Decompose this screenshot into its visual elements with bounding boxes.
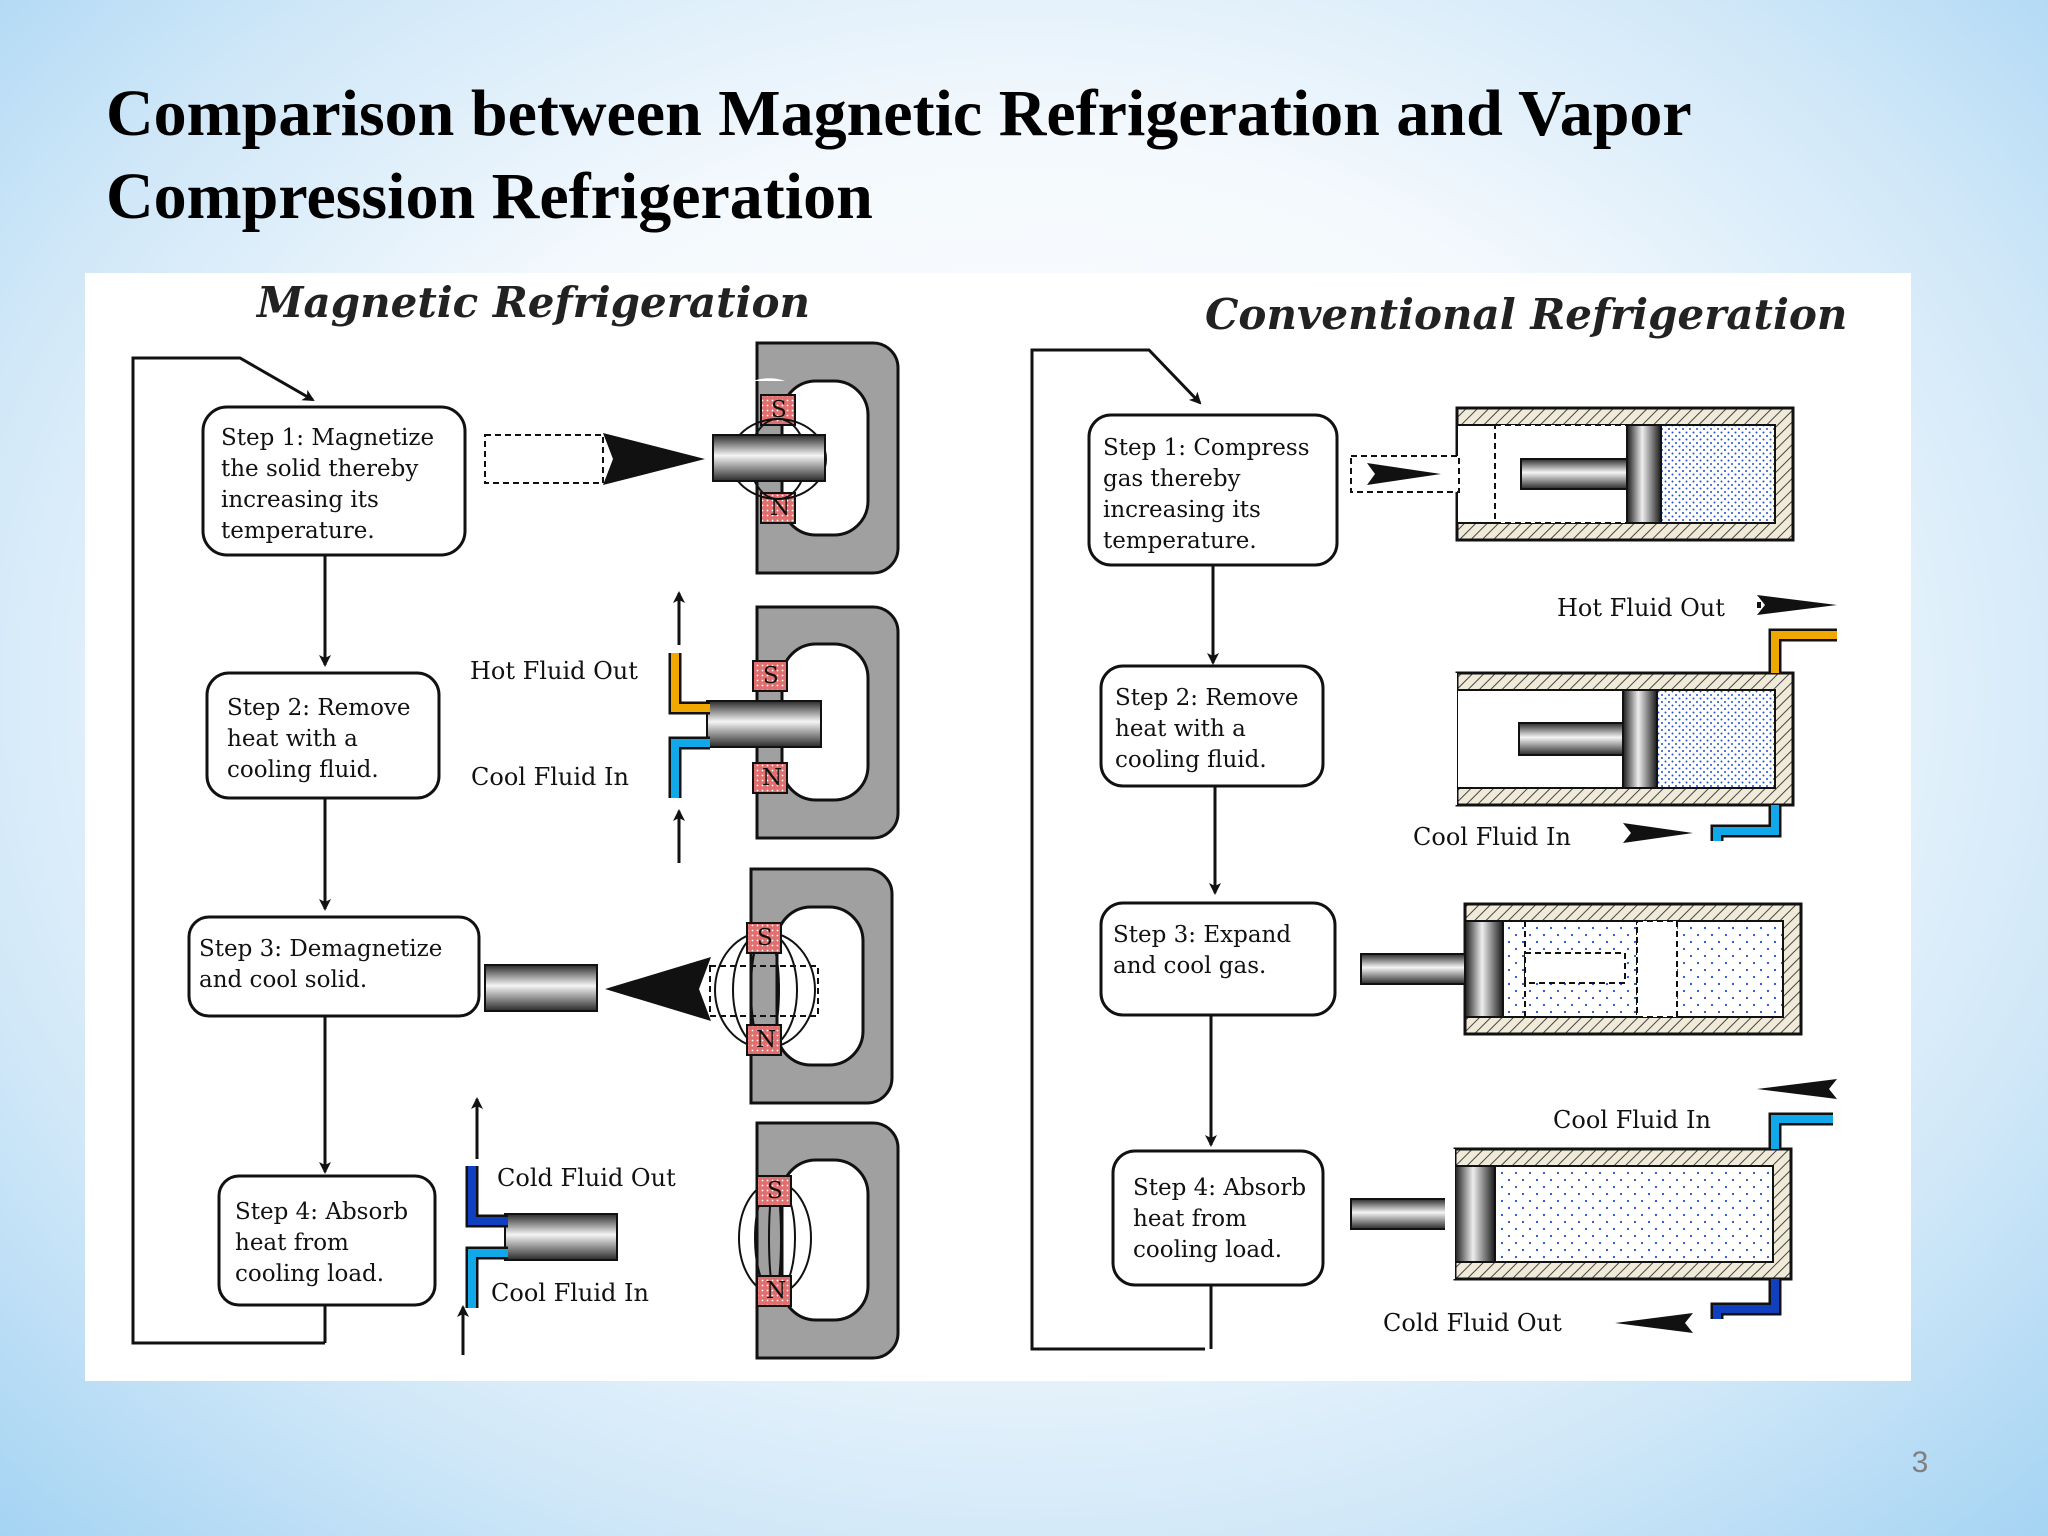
magnet-4-pole-bottom-label: N <box>766 1278 786 1304</box>
magnetic-step-1-line-3: increasing its <box>221 487 379 513</box>
conventional-cylinder-3 <box>1360 902 1803 1036</box>
conventional-step-4-line-3: cooling load. <box>1133 1237 1282 1263</box>
magnetic-step-3-line-1: Step 3: Demagnetize <box>199 936 442 962</box>
magnetic-step-2-line-2: heat with a <box>227 726 358 752</box>
conventional-step-2-line-2: heat with a <box>1115 716 1246 742</box>
magnet-4 <box>755 1121 900 1360</box>
conventional-step-1-box: Step 1: Compress gas thereby increasing … <box>1087 413 1339 567</box>
magnetic-arrow-out-of-magnet <box>605 957 711 1021</box>
conventional-cool-fluid-in-4-label: Cool Fluid In <box>1553 1106 1711 1134</box>
magnet-2-pole-top-label: S <box>763 663 779 689</box>
conventional-cylinder-1 <box>1350 406 1795 542</box>
slide-title-line-1: Comparison between Magnetic Refrigeratio… <box>106 77 1692 150</box>
conventional-cool-in-arrow <box>1623 823 1693 843</box>
conventional-step-4-line-2: heat from <box>1133 1206 1247 1232</box>
magnet-1-poles: S N <box>729 394 827 524</box>
page-number: 3 <box>1911 1446 1929 1479</box>
magnetic-step-3-box: Step 3: Demagnetize and cool solid. <box>187 915 481 1018</box>
magnetic-hot-pipe <box>671 653 710 712</box>
magnetic-cool-pipe <box>671 739 710 798</box>
conventional-step-1-line-1: Step 1: Compress <box>1103 435 1310 461</box>
magnetic-step-2-line-3: cooling fluid. <box>227 757 379 783</box>
magnet-4-pole-top-label: S <box>767 1178 783 1204</box>
conventional-cold-pipe <box>1713 1279 1779 1319</box>
conventional-step-4-line-1: Step 4: Absorb <box>1133 1175 1306 1201</box>
conventional-hot-fluid-out-label: Hot Fluid Out <box>1557 594 1725 622</box>
magnetic-rod-2 <box>706 700 822 748</box>
magnetic-step-4-line-1: Step 4: Absorb <box>235 1199 408 1225</box>
magnet-3-pole-top-label: S <box>757 925 773 951</box>
magnet-2-pole-bottom-label: N <box>762 765 782 791</box>
magnetic-cold-fluid-out-label: Cold Fluid Out <box>497 1164 676 1192</box>
magnet-2 <box>755 605 900 840</box>
slide-title-line-2: Compression Refrigeration <box>106 160 873 233</box>
magnet-3 <box>749 867 894 1105</box>
magnetic-rod-ghost-1 <box>484 434 604 484</box>
comparison-diagram: Magnetic Refrigeration Step 1: Magnetize… <box>131 278 1847 1360</box>
refrigeration-comparison-figure: Magnetic Refrigeration Step 1: Magnetize… <box>85 273 1911 1381</box>
conventional-cool-pipe <box>1713 805 1779 841</box>
magnetic-rod-1 <box>712 434 826 482</box>
magnetic-step-1-line-4: temperature. <box>221 518 375 544</box>
conventional-cool-pipe-outline <box>1710 805 1782 841</box>
conventional-step-3-line-1: Step 3: Expand <box>1113 922 1291 948</box>
conventional-step-1-line-4: temperature. <box>1103 528 1257 554</box>
conventional-cool-pipe-4 <box>1771 1115 1833 1149</box>
magnetic-arrow-into-magnet <box>603 433 705 485</box>
conventional-hot-pipe <box>1771 631 1837 673</box>
magnetic-cycle-line <box>131 356 325 1345</box>
magnetic-step-1-box: Step 1: Magnetize the solid thereby incr… <box>201 405 467 557</box>
magnetic-step-4-line-3: cooling load. <box>235 1261 384 1287</box>
conventional-cool-pipe-4-outline <box>1768 1112 1833 1149</box>
magnet-3-pole-bottom-label: N <box>756 1027 776 1053</box>
magnetic-rod-4 <box>504 1213 618 1261</box>
conventional-heading: Conventional Refrigeration <box>1205 290 1847 339</box>
conventional-cycle-line <box>1030 348 1205 1351</box>
magnetic-step-2-box: Step 2: Remove heat with a cooling fluid… <box>205 671 441 800</box>
conventional-step-4-box: Step 4: Absorb heat from cooling load. <box>1111 1149 1325 1287</box>
magnetic-heading: Magnetic Refrigeration <box>255 278 810 327</box>
magnetic-rod-3 <box>484 964 598 1012</box>
conventional-step-1-line-3: increasing its <box>1103 497 1261 523</box>
conventional-cold-fluid-out-label: Cold Fluid Out <box>1383 1309 1562 1337</box>
magnet-1-pole-top-label: S <box>771 397 787 423</box>
magnetic-step-1-line-1: Step 1: Magnetize <box>221 425 434 451</box>
conventional-step-3-box: Step 3: Expand and cool gas. <box>1099 901 1337 1017</box>
magnetic-cold-pipe <box>468 1166 508 1225</box>
magnetic-step-4-line-2: heat from <box>235 1230 349 1256</box>
conventional-step-2-line-3: cooling fluid. <box>1115 747 1267 773</box>
magnetic-cool-pipe-4 <box>468 1249 508 1308</box>
conventional-cool-fluid-in-label: Cool Fluid In <box>1413 823 1571 851</box>
magnet-3-poles: S N <box>709 922 819 1056</box>
magnetic-step-1-line-2: the solid thereby <box>221 456 418 482</box>
magnetic-cool-pipe-outline <box>668 736 710 798</box>
conventional-cold-out-arrow <box>1615 1313 1693 1333</box>
magnetic-hot-fluid-out-label: Hot Fluid Out <box>470 657 638 685</box>
conventional-cylinder-4 <box>1350 1147 1793 1281</box>
magnetic-step-2-line-1: Step 2: Remove <box>227 695 411 721</box>
magnet-2-poles: S N <box>752 660 788 794</box>
slide-title: Comparison between Magnetic Refrigeratio… <box>106 72 1926 238</box>
conventional-step-2-line-1: Step 2: Remove <box>1115 685 1299 711</box>
conventional-step-1-line-2: gas thereby <box>1103 466 1241 492</box>
conventional-hot-pipe-outline <box>1768 628 1837 673</box>
conventional-cool-in-4-arrow <box>1757 1079 1837 1099</box>
conventional-step-2-box: Step 2: Remove heat with a cooling fluid… <box>1099 664 1325 788</box>
conventional-cylinder-2 <box>1445 671 1795 807</box>
magnetic-hot-pipe-outline <box>668 653 710 715</box>
magnet-1-pole-bottom-label: N <box>770 495 790 521</box>
magnetic-step-3-line-2: and cool solid. <box>199 967 367 993</box>
conventional-step-3-line-2: and cool gas. <box>1113 953 1266 979</box>
conventional-hot-out-arrow <box>1757 595 1837 615</box>
magnetic-cool-fluid-in-4-label: Cool Fluid In <box>491 1279 649 1307</box>
magnet-4-poles: S N <box>738 1175 812 1307</box>
magnetic-cool-fluid-in-label: Cool Fluid In <box>471 763 629 791</box>
magnetic-step-4-box: Step 4: Absorb heat from cooling load. <box>217 1174 437 1307</box>
